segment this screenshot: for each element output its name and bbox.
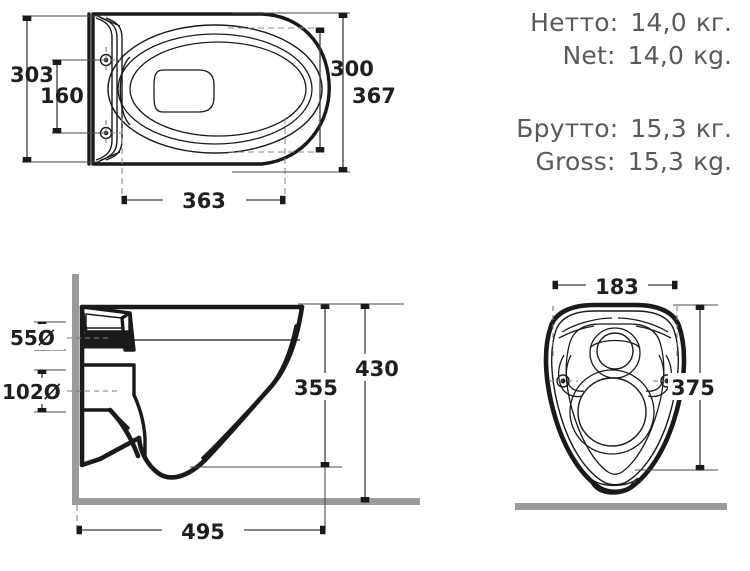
top-view-drawing: 303 160 300 [0,0,430,225]
net-unit-ru: кг. [695,8,732,37]
side-view-drawing: 55Ø 102Ø 355 [0,260,430,571]
gross-value-en: 15,3 [627,147,685,176]
net-label-en: Net: [562,41,616,70]
net-weight-row-en: Net: 14,0 кg. [430,39,750,72]
gross-unit-en: кg. [693,147,732,176]
net-weight-row-ru: Нетто: 14,0 кг. [430,6,750,39]
floor-line [72,498,420,505]
gross-label-ru: Брутто: [516,114,619,143]
dimension-375: 375 [635,304,734,471]
dimension-375-label: 375 [671,376,715,400]
dimension-102-diameter: 102Ø [0,369,120,413]
gross-label-en: Gross: [535,147,616,176]
dimension-495: 495 [76,467,326,544]
dimension-430: 430 [298,303,418,503]
dimension-363-label: 363 [182,189,226,213]
dimension-160: 160 [40,59,100,134]
dimension-355: 355 [190,303,354,468]
net-label-ru: Нетто: [530,8,619,37]
dimension-300-label: 300 [330,57,374,81]
dimension-367: 367 [232,12,396,173]
dimension-55-label: 55Ø [10,326,55,350]
gross-unit-ru: кг. [695,114,732,143]
dimension-303: 303 [10,15,100,163]
dimension-430-label: 430 [355,357,399,381]
dimension-355-label: 355 [294,376,338,400]
net-value-ru: 14,0 [630,8,687,37]
dimension-102-label: 102Ø [2,380,61,404]
dimension-300: 300 [315,27,374,153]
front-view-drawing: 183 375 [490,260,750,571]
gross-weight-group: Брутто: 15,3 кг. Gross: 15,3 кg. [430,112,750,178]
dimension-363: 363 [121,186,286,213]
dimension-303-label: 303 [10,63,54,87]
dimension-160-label: 160 [40,84,84,108]
dimension-183: 183 [552,271,678,299]
net-weight-group: Нетто: 14,0 кг. Net: 14,0 кg. [430,6,750,72]
dimension-55-diameter: 55Ø [8,321,110,351]
dimension-495-label: 495 [181,520,225,544]
dimension-183-label: 183 [595,275,639,299]
gross-value-ru: 15,3 [630,114,687,143]
gross-weight-row-en: Gross: 15,3 кg. [430,145,750,178]
floor-line-front [515,503,727,510]
bolt-hole-marker-left [549,374,578,388]
dimension-367-label: 367 [352,84,396,108]
wall-line [72,274,79,502]
net-value-en: 14,0 [627,41,685,70]
gross-weight-row-ru: Брутто: 15,3 кг. [430,112,750,145]
weight-spec-panel: Нетто: 14,0 кг. Net: 14,0 кg. Брутто: 15… [430,0,750,210]
net-unit-en: кg. [693,41,732,70]
